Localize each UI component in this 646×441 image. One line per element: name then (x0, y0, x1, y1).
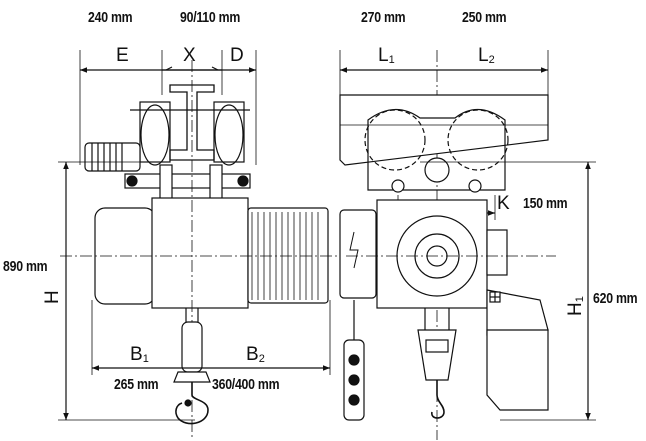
side-trolley-frame (367, 108, 506, 193)
l1-value-label: 270 mm (361, 9, 406, 26)
hoist-body (94, 197, 329, 309)
e-value-label: 240 mm (88, 9, 133, 26)
e-letter: E (116, 45, 129, 66)
l1-letter: L1 (378, 45, 395, 66)
h1-dimension-line (420, 161, 596, 421)
side-hook (417, 308, 457, 419)
d-letter: D (230, 45, 244, 66)
k-letter: K (497, 193, 510, 214)
k-value-label: 150 mm (523, 195, 568, 212)
control-pendant (343, 300, 365, 421)
l2-letter: L2 (478, 45, 495, 66)
h-dimension-line (58, 161, 195, 421)
trolley-crossbar (124, 164, 251, 201)
b2-letter: B2 (246, 344, 265, 365)
hook-block (173, 308, 211, 425)
side-rail (339, 94, 549, 166)
side-trolley-wheels (364, 109, 509, 171)
h-letter: H (42, 290, 63, 304)
b-dimension-line (91, 300, 331, 375)
l2-value-label: 250 mm (462, 9, 507, 26)
h-value-label: 890 mm (3, 258, 48, 275)
side-housing (486, 329, 549, 411)
side-hoist-body (339, 199, 556, 336)
x-letter: X (183, 45, 196, 66)
b2-value-label: 360/400 mm (212, 376, 280, 393)
b1-letter: B1 (130, 344, 149, 365)
xd-value-label: 90/110 mm (180, 9, 241, 26)
travel-motor (84, 142, 141, 172)
side-view (339, 50, 596, 440)
b1-value-label: 265 mm (114, 376, 159, 393)
front-view (58, 50, 340, 440)
h1-letter: H1 (565, 296, 586, 316)
h1-value-label: 620 mm (593, 290, 638, 307)
